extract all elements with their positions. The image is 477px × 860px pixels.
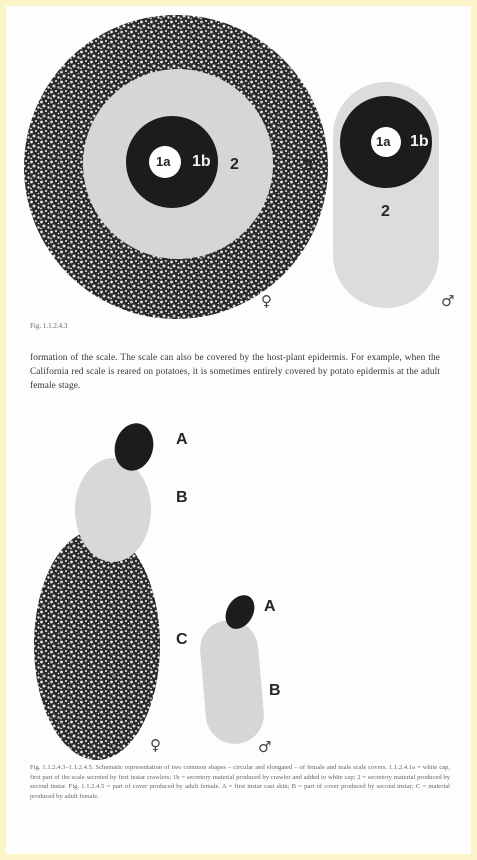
figure-caption: Fig. 1.1.2.4.3–1.1.2.4.5. Schematic repr…: [30, 763, 450, 801]
female-elongated-scale: [34, 419, 160, 760]
male-symbol-bottom: ♂: [258, 738, 271, 756]
label-c-female: C: [176, 631, 188, 649]
male-elongated-scale: [333, 82, 439, 308]
body-paragraph: formation of the scale. The scale can al…: [30, 351, 440, 393]
male-label-1a: 1a: [376, 134, 390, 149]
female-symbol-bottom: ♀: [150, 736, 161, 754]
male-label-2: 2: [381, 203, 390, 221]
female-circular-scale: [24, 15, 328, 319]
label-1b: 1b: [192, 153, 211, 171]
female-second-instar-b: [75, 458, 151, 562]
label-a-male: A: [264, 598, 276, 616]
label-1a: 1a: [156, 154, 170, 169]
label-b-female: B: [176, 489, 188, 507]
male-symbol-top: ♂: [441, 292, 454, 310]
male-elongated-scale-bottom: [198, 590, 267, 746]
label-b-male: B: [269, 682, 281, 700]
female-symbol-top: ♀: [261, 292, 272, 310]
male-label-1b: 1b: [410, 133, 429, 151]
male-second-instar-b: [198, 618, 267, 747]
label-a-female: A: [176, 431, 188, 449]
label-2: 2: [230, 156, 239, 174]
label-3: 3: [304, 157, 313, 175]
figure-tag: Fig. 1.1.2.4.3: [30, 322, 67, 330]
